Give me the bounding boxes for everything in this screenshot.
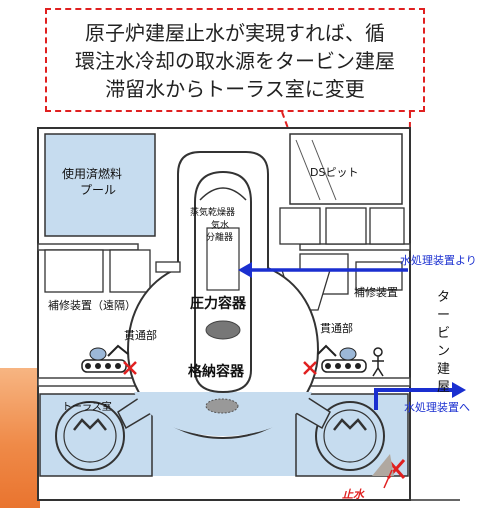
spent-fuel-pool-label-1: 使用済燃料 — [62, 167, 123, 181]
repair-robot-left — [81, 344, 129, 373]
stop-mark-left — [123, 361, 137, 375]
callout-box: 原子炉建屋止水が実現すれば、循 環注水冷却の取水源をタービン建屋 滞留水からトー… — [45, 8, 425, 112]
containment-water — [134, 392, 312, 436]
turbine-building-label-4: ン — [437, 344, 451, 359]
from-water-treatment-label: 水処理装置より — [400, 254, 477, 267]
turbine-building-label-3: ビ — [437, 326, 451, 341]
turbine-building-label-1: タ — [437, 290, 451, 305]
left-block-2 — [109, 249, 151, 293]
turbine-building-label-2: ー — [437, 308, 451, 323]
stop-mark-right — [303, 361, 317, 375]
water-stop-label: 止水 — [342, 488, 364, 501]
inflow-arrow-head — [238, 262, 252, 278]
equipment-block-3 — [369, 207, 405, 245]
outflow-arrow-head — [452, 382, 466, 398]
to-water-treatment-label: 水処理装置へ — [404, 401, 470, 414]
separator-column — [206, 227, 240, 291]
ds-pit — [289, 133, 403, 205]
torus-right-support — [333, 418, 367, 431]
core-debris — [205, 320, 241, 340]
upper-floor-slab — [37, 243, 139, 251]
callout-line-2: 環注水冷却の取水源をタービン建屋 — [75, 49, 395, 73]
outflow-arrow-line — [374, 388, 455, 410]
pressure-vessel-label: 圧力容器 — [190, 296, 246, 312]
worker-figure — [372, 347, 384, 377]
torus-left-inner — [63, 409, 117, 463]
ds-pit-hatch-2 — [311, 139, 337, 201]
torus-right-inner — [323, 409, 377, 463]
ds-pit-label: DSピット — [310, 166, 359, 179]
turbine-building-label-6: 屋 — [437, 380, 451, 395]
upper-floor-slab-right — [299, 243, 411, 251]
penetration-right-label: 貫通部 — [320, 322, 353, 335]
orange-accent-bar — [0, 368, 40, 508]
spent-fuel-pool-label-2: プール — [80, 183, 117, 197]
repair-robot-right — [317, 344, 367, 373]
equipment-block-2 — [325, 207, 367, 245]
left-block-1 — [44, 249, 104, 293]
seepage-triangle — [372, 454, 394, 476]
repair-device-remote-label: 補修装置（遠隔） — [48, 299, 136, 312]
equipment-block-5 — [355, 261, 403, 291]
containment-debris — [205, 398, 239, 414]
middle-floor-slab-right — [299, 377, 411, 387]
callout-line-3: 滞留水からトーラス室に変更 — [105, 77, 365, 101]
containment-vessel-label: 格納容器 — [188, 364, 244, 380]
torus-room-label: トーラス室 — [62, 402, 112, 413]
repair-device-label: 補修装置 — [354, 286, 398, 299]
spent-fuel-pool — [44, 133, 156, 237]
callout-line-1: 原子炉建屋止水が実現すれば、循 — [85, 21, 385, 45]
equipment-block-1 — [279, 207, 321, 245]
middle-floor-slab-left — [37, 377, 149, 387]
separator-label-2: 分離器 — [206, 233, 234, 243]
vessel-top-dome — [199, 187, 247, 201]
torus-right — [315, 401, 385, 471]
penetration-left-label: 貫通部 — [124, 329, 157, 342]
torus-left — [55, 401, 125, 471]
torus-room-right — [295, 393, 409, 477]
separator-label-1: 気水 — [211, 221, 230, 231]
ds-pit-hatch-1 — [295, 139, 321, 201]
torus-room-left — [39, 393, 153, 477]
torus-left-support — [73, 418, 107, 431]
turbine-building-label-5: 建 — [437, 362, 451, 377]
steam-dryer-label: 蒸気乾燥器 — [190, 208, 236, 218]
seepage-pointer — [383, 469, 393, 489]
pipe-stub — [155, 261, 181, 273]
